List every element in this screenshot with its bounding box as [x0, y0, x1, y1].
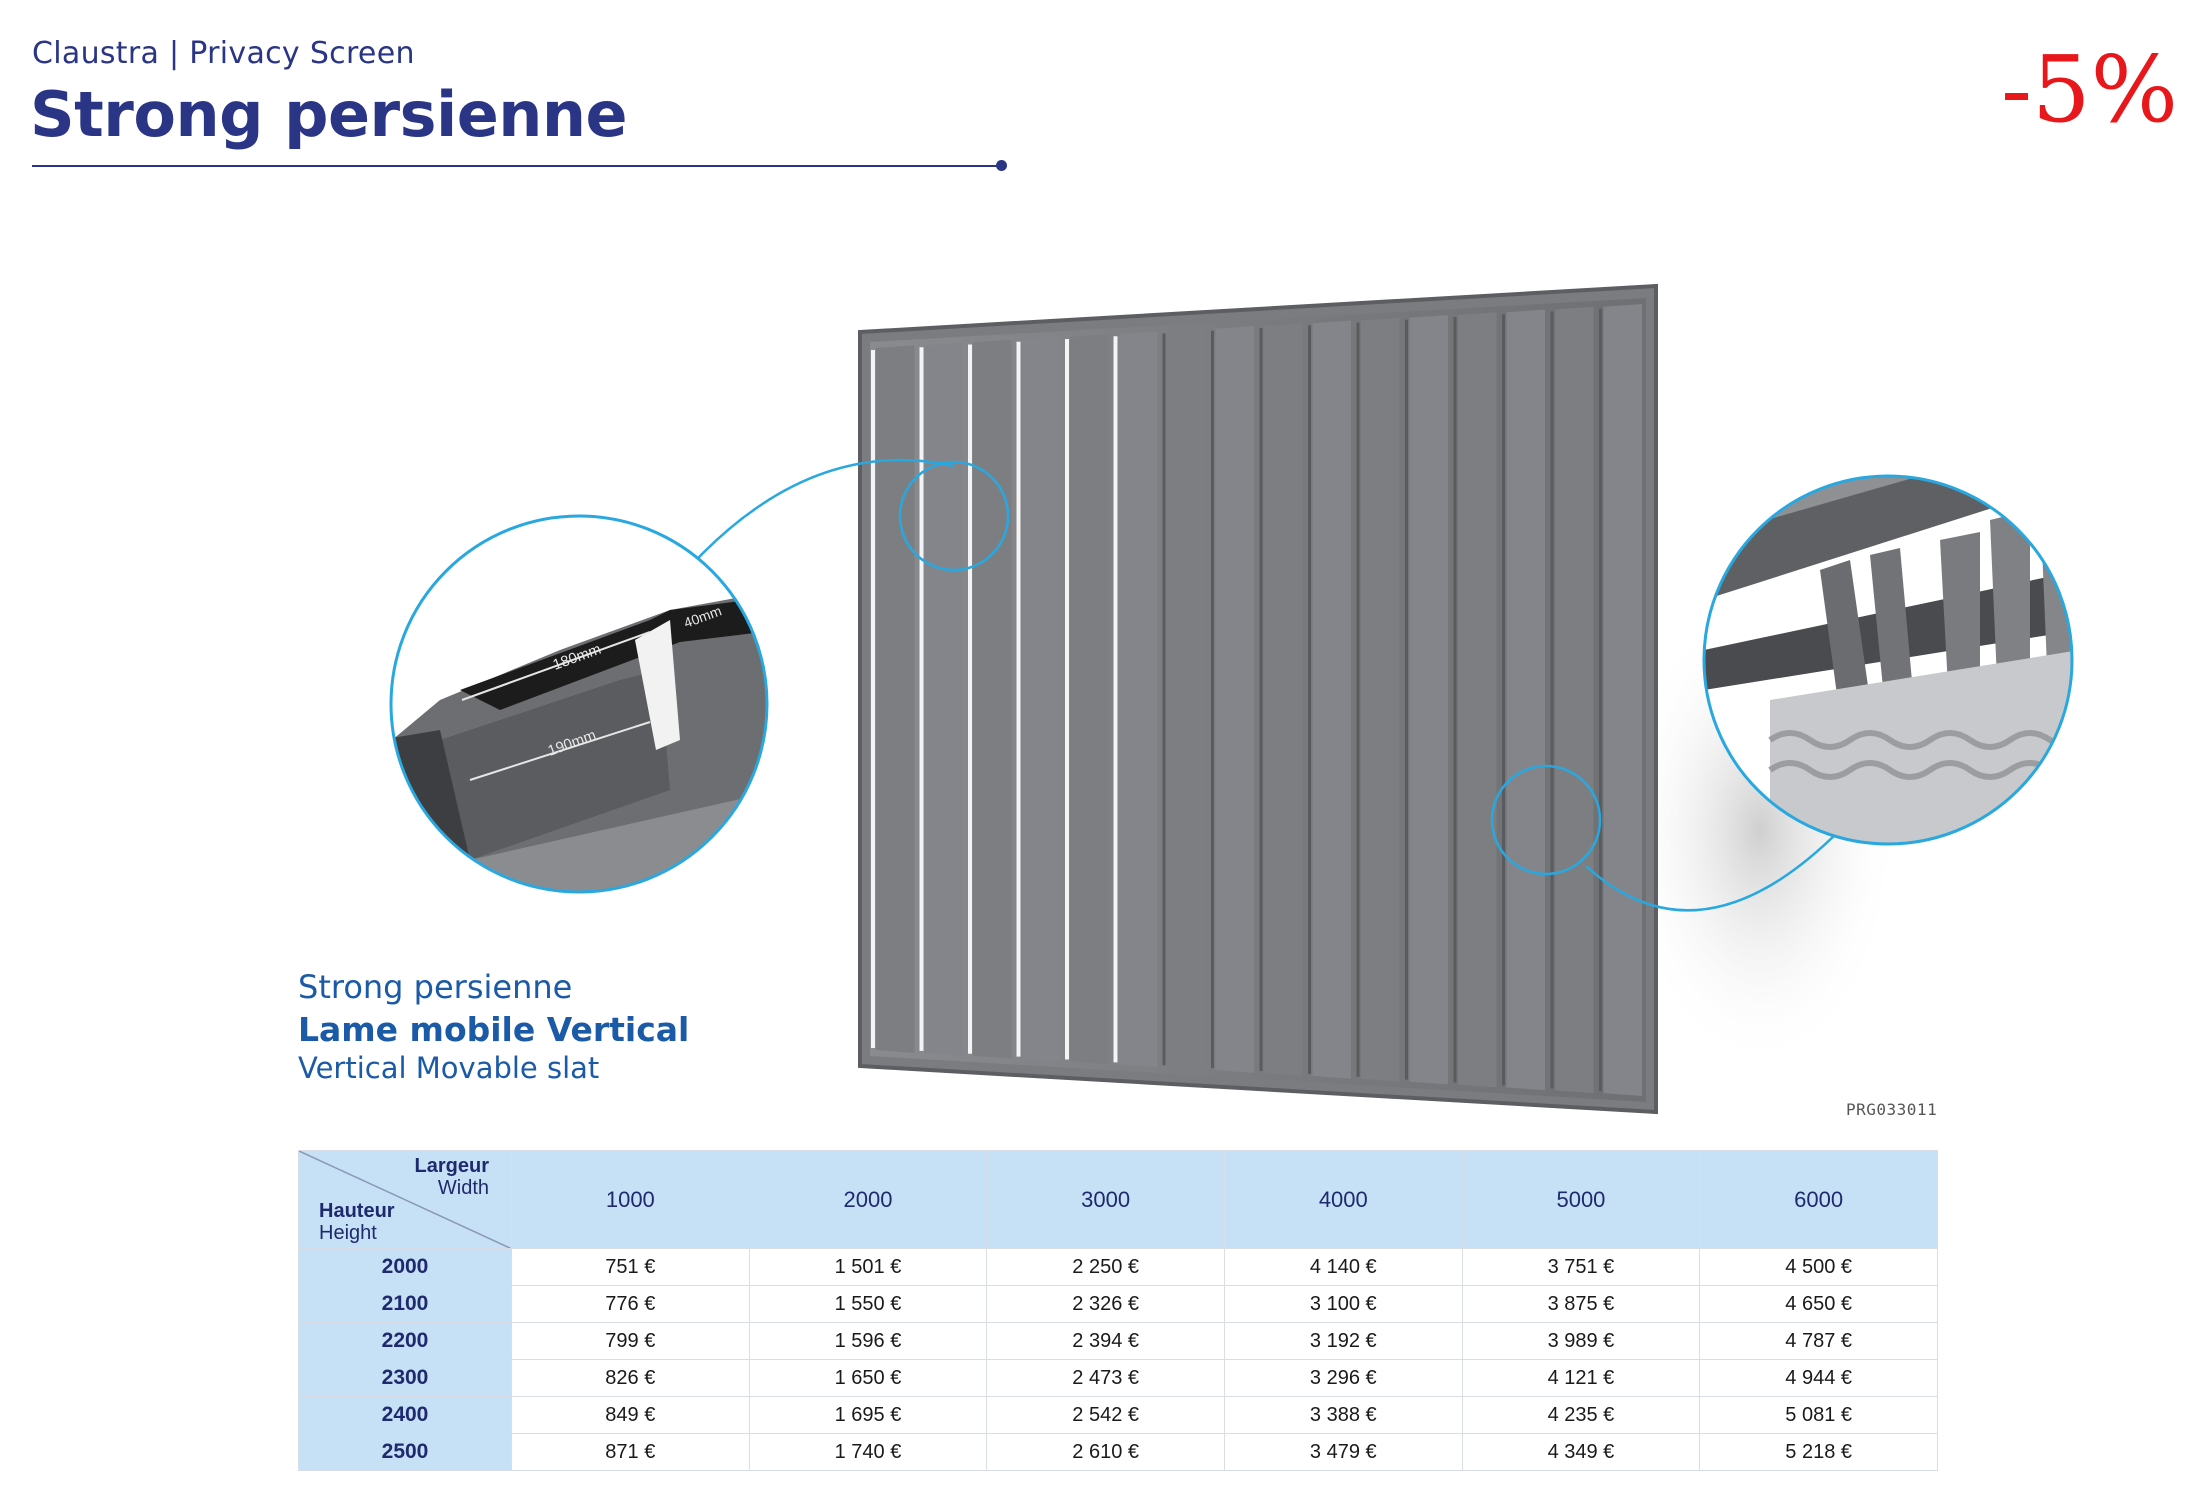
- panel-slat: [1361, 317, 1400, 1082]
- panel-slats: [871, 304, 1642, 1096]
- product-illustration: 180mm 190mm 40mm: [389, 283, 2074, 1115]
- price-cell: 799 €: [511, 1322, 750, 1360]
- price-cell: 826 €: [511, 1359, 750, 1397]
- price-cell: 4 235 €: [1461, 1396, 1701, 1434]
- page-title: Strong persienne: [30, 78, 628, 151]
- price-cell: 2 473 €: [986, 1359, 1225, 1397]
- row-height-label: 2300: [298, 1359, 512, 1397]
- price-cell: 849 €: [511, 1396, 750, 1434]
- price-cell: 1 550 €: [748, 1285, 988, 1323]
- table-row: 2000 751 € 1 501 € 2 250 € 4 140 € 3 751…: [298, 1248, 1938, 1286]
- panel-slat: [1264, 323, 1303, 1076]
- panel-slat: [1506, 309, 1545, 1091]
- price-cell: 2 326 €: [986, 1285, 1225, 1323]
- panel-slat: [1555, 306, 1594, 1094]
- price-cell: 3 296 €: [1223, 1359, 1463, 1397]
- price-cell: 3 751 €: [1461, 1248, 1701, 1286]
- row-height-label: 2100: [298, 1285, 512, 1323]
- column-width-3000: 3000: [986, 1150, 1225, 1249]
- row-height-label: 2500: [298, 1433, 512, 1471]
- panel-slat: [924, 342, 963, 1056]
- product-reference: PRG033011: [1846, 1100, 1938, 1119]
- price-cell: 2 610 €: [986, 1433, 1225, 1471]
- caption-product-name: Strong persienne: [298, 968, 573, 1006]
- price-cell: 5 218 €: [1699, 1433, 1938, 1471]
- discount-badge: -5%: [2000, 36, 2178, 143]
- price-cell: 1 596 €: [748, 1322, 988, 1360]
- panel-slat: [973, 339, 1012, 1059]
- price-cell: 3 479 €: [1223, 1433, 1463, 1471]
- column-width-2000: 2000: [748, 1150, 988, 1249]
- price-cell: 4 140 €: [1223, 1248, 1463, 1286]
- panel-slat: [1118, 331, 1157, 1068]
- column-width-6000: 6000: [1699, 1150, 1938, 1249]
- row-height-label: 2000: [298, 1248, 512, 1286]
- price-cell: 4 500 €: [1699, 1248, 1938, 1286]
- panel-slat: [1167, 328, 1206, 1071]
- title-underline-dot: [996, 160, 1007, 171]
- price-cell: 4 121 €: [1461, 1359, 1701, 1397]
- caption-slat-en: Vertical Movable slat: [298, 1051, 600, 1085]
- price-cell: 1 501 €: [748, 1248, 988, 1286]
- price-cell: 3 100 €: [1223, 1285, 1463, 1323]
- price-cell: 3 989 €: [1461, 1322, 1701, 1360]
- panel-slat: [876, 345, 915, 1053]
- price-cell: 4 349 €: [1461, 1433, 1701, 1471]
- column-width-4000: 4000: [1223, 1150, 1463, 1249]
- table-row: 2200 799 € 1 596 € 2 394 € 3 192 € 3 989…: [298, 1322, 1938, 1360]
- table-row: 2300 826 € 1 650 € 2 473 € 3 296 € 4 121…: [298, 1359, 1938, 1397]
- column-width-5000: 5000: [1461, 1150, 1701, 1249]
- price-cell: 3 875 €: [1461, 1285, 1701, 1323]
- product-caption: Strong persienne Lame mobile Vertical Ve…: [298, 968, 689, 1085]
- callout-ring-left: [898, 460, 1010, 572]
- price-cell: 776 €: [511, 1285, 750, 1323]
- detail-slat-section: 180mm 190mm 40mm: [389, 514, 769, 894]
- panel-slat: [1215, 326, 1254, 1073]
- price-cell: 1 740 €: [748, 1433, 988, 1471]
- panel-slat: [1458, 312, 1497, 1088]
- panel-slat: [1021, 337, 1060, 1062]
- callout-ring-right: [1490, 764, 1602, 876]
- price-cell: 2 542 €: [986, 1396, 1225, 1434]
- price-table-header: Largeur Width Hauteur Height 1000 2000 3…: [298, 1150, 1938, 1249]
- price-table: Largeur Width Hauteur Height 1000 2000 3…: [298, 1150, 1938, 1471]
- panel-slat: [1409, 315, 1448, 1085]
- panel-slat: [1070, 334, 1109, 1065]
- table-row: 2100 776 € 1 550 € 2 326 € 3 100 € 3 875…: [298, 1285, 1938, 1323]
- privacy-panel: [858, 283, 1658, 1115]
- price-cell: 2 250 €: [986, 1248, 1225, 1286]
- price-cell: 5 081 €: [1699, 1396, 1938, 1434]
- page-subtitle: Claustra | Privacy Screen: [32, 36, 415, 71]
- callout-line-right: [1585, 829, 1841, 912]
- corner-height-label: Hauteur Height: [319, 1200, 395, 1244]
- row-height-label: 2400: [298, 1396, 512, 1434]
- table-row: 2400 849 € 1 695 € 2 542 € 3 388 € 4 235…: [298, 1396, 1938, 1434]
- price-cell: 871 €: [511, 1433, 750, 1471]
- panel-slat: [1312, 320, 1351, 1079]
- table-row: 2500 871 € 1 740 € 2 610 € 3 479 € 4 349…: [298, 1433, 1938, 1471]
- title-underline: [32, 165, 1002, 167]
- price-cell: 1 695 €: [748, 1396, 988, 1434]
- price-cell: 2 394 €: [986, 1322, 1225, 1360]
- price-cell: 4 787 €: [1699, 1322, 1938, 1360]
- price-cell: 751 €: [511, 1248, 750, 1286]
- table-corner-cell: Largeur Width Hauteur Height: [298, 1150, 512, 1249]
- row-height-label: 2200: [298, 1322, 512, 1360]
- price-cell: 4 944 €: [1699, 1359, 1938, 1397]
- corner-width-label: Largeur Width: [414, 1155, 489, 1199]
- price-cell: 3 388 €: [1223, 1396, 1463, 1434]
- price-cell: 3 192 €: [1223, 1322, 1463, 1360]
- price-cell: 4 650 €: [1699, 1285, 1938, 1323]
- column-width-1000: 1000: [511, 1150, 750, 1249]
- price-cell: 1 650 €: [748, 1359, 988, 1397]
- caption-slat-fr: Lame mobile Vertical: [298, 1010, 690, 1049]
- corner-diagonal: [299, 1151, 511, 1248]
- panel-slat: [1603, 304, 1642, 1096]
